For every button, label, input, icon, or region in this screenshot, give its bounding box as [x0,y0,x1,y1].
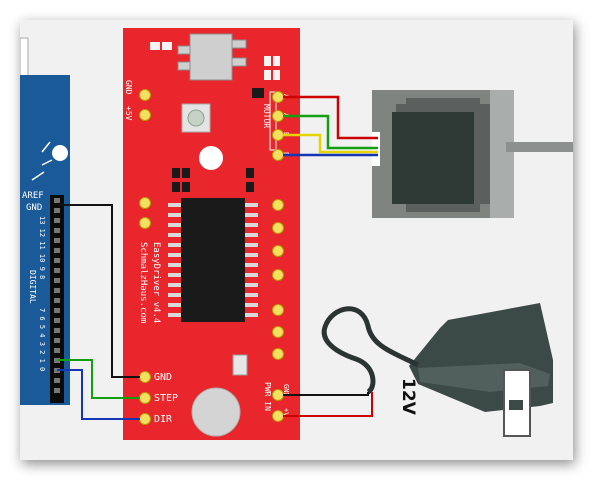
pad-gnd-top [139,89,151,101]
pwr-gnd-label: GND [282,384,290,397]
driver-chip [181,198,245,322]
motor-wires [283,95,378,157]
pad-gnd-label: GND [154,372,172,383]
wire-pwr-gnd [283,392,369,396]
pad-step [139,392,151,404]
pad-motor-a2 [272,110,284,122]
pad-gnd [139,371,151,383]
control-wires [57,204,140,420]
pwr-in-label: PWR IN [263,382,272,411]
wire-coil-a2 [283,114,378,150]
motor-label: MOTOR [262,104,271,128]
stepper-motor [372,90,573,218]
right-pads [272,199,284,360]
arduino-mount-hole [52,145,68,161]
pad-dir [139,413,151,425]
voltage-label: 12V [398,378,418,416]
arduino-gnd-label: GND [26,203,42,213]
pad-motor-b2 [272,149,284,161]
voltage-regulator [189,33,233,81]
pad-motor-a1 [272,91,284,103]
aref-label: AREF [22,191,44,201]
pad-pwr-v [272,410,284,422]
arduino-board: AREF GND 13 12 11 10 9 8 DIGITAL 7 6 5 4… [20,37,70,405]
wire-step [57,359,140,399]
pad-gnd-top-label: GND [124,80,133,95]
wire-coil-a1 [283,95,378,140]
pad-motor-b1 [272,129,284,141]
pad-pwr-gnd [272,389,284,401]
pad-5v-top [139,109,151,121]
pwr-v-label: +V [282,408,290,417]
electrolytic-capacitor [191,387,241,437]
arduino-lower-pin-numbers: 7 6 5 4 3 2 1 0 [38,308,46,371]
motor-shaft [506,142,573,152]
arduino-digital-label: DIGITAL [28,270,37,304]
power-adapter: 12V [398,303,553,437]
motor-face [392,112,474,204]
easydriver-board: GND +5V SchmalzHaus.com [123,28,300,440]
pad-5v-top-label: +5V [124,106,133,121]
pad-step-label: STEP [154,393,178,404]
wire-gnd [57,204,140,378]
wire-dir [57,369,140,420]
adapter-cord [321,306,420,395]
adapter-body [409,303,553,412]
wire-pwr-v [283,392,373,417]
board-name: EasyDriver v4.4 [151,242,161,323]
wiring-diagram: AREF GND 13 12 11 10 9 8 DIGITAL 7 6 5 4… [20,28,573,440]
easydriver-mount-hole [199,146,223,170]
wire-coil-b1 [283,133,378,154]
adapter-prong [509,400,523,410]
diagram-frame: AREF GND 13 12 11 10 9 8 DIGITAL 7 6 5 4… [20,20,573,460]
pad-dir-label: DIR [154,414,173,425]
arduino-upper-pin-numbers: 13 12 11 10 9 8 [38,216,46,279]
board-brand: SchmalzHaus.com [138,242,148,323]
power-cable [283,306,420,417]
driver-chip-pins [168,203,258,317]
